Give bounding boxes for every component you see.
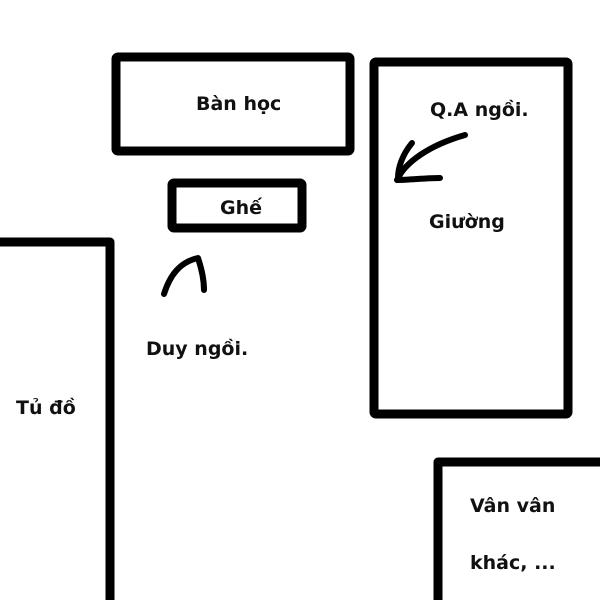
misc-label-line2: khác, ... xyxy=(470,552,556,574)
chair: Ghế xyxy=(167,178,307,233)
qa-sits-label: Q.A ngồi. xyxy=(430,98,529,121)
desk: Bàn học xyxy=(111,52,355,156)
wardrobe-label: Tủ đồ xyxy=(16,396,76,419)
desk-box xyxy=(111,52,355,156)
misc-items: Vân vân khác, ... xyxy=(433,457,600,600)
chair-label: Ghế xyxy=(220,196,263,219)
chair-box xyxy=(167,178,307,233)
misc-box xyxy=(433,457,600,600)
misc-label-line1: Vân vân xyxy=(470,495,555,517)
bed-label: Giường xyxy=(429,211,505,233)
bed: Giường xyxy=(369,57,573,419)
duy-sits-label: Duy ngồi. xyxy=(146,337,248,360)
qa-arrow-icon xyxy=(394,132,468,183)
duy-sits-annotation: Duy ngồi. xyxy=(146,255,248,360)
qa-arrow-head-icon xyxy=(395,140,415,181)
desk-label: Bàn học xyxy=(196,93,281,115)
wardrobe: Tủ đồ xyxy=(0,237,115,600)
qa-sits-annotation: Q.A ngồi. xyxy=(394,98,529,183)
bed-box xyxy=(369,57,573,419)
wardrobe-box xyxy=(0,237,115,600)
duy-arrow-icon xyxy=(161,255,207,297)
